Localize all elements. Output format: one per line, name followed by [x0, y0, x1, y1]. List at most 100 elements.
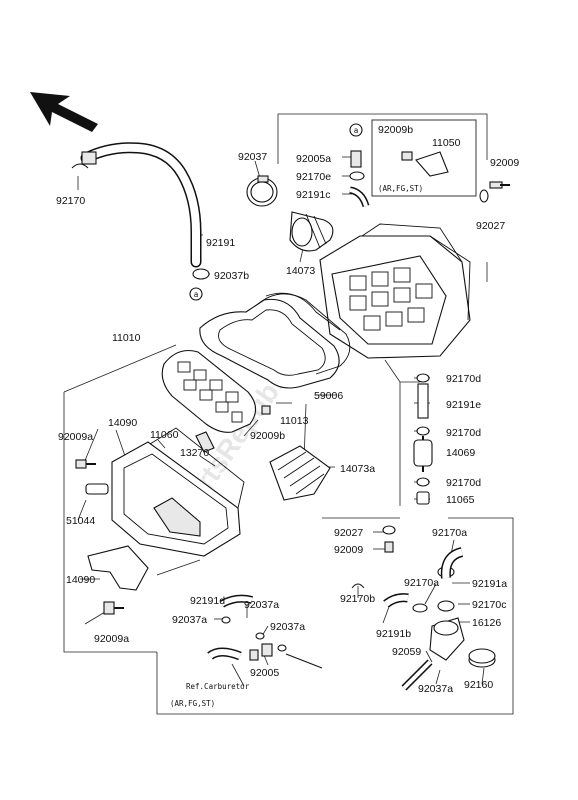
- label-92027-mid: 92027: [334, 527, 363, 539]
- clamp-92170c: [437, 600, 455, 612]
- label-11065: 11065: [446, 494, 475, 506]
- valve-16126: [429, 617, 465, 661]
- air-cleaner-housing: [319, 223, 471, 359]
- label-16126: 16126: [472, 617, 501, 629]
- label-92037a-2: 92037a: [172, 614, 207, 626]
- svg-text:a: a: [194, 290, 199, 299]
- label-92170-upper: 92170: [56, 195, 85, 207]
- fitting-92005a: [350, 150, 362, 168]
- hose-92191c: [349, 186, 370, 208]
- label-92037b: 92037b: [214, 270, 249, 282]
- label-92059: 92059: [392, 646, 421, 658]
- washer-92027-upper: [479, 189, 489, 203]
- label-92037: 92037: [238, 151, 267, 163]
- hose-92191e: [417, 383, 429, 419]
- bracket-14090-lower: [87, 545, 149, 591]
- ref-carburetor-note: Ref.Carburetor: [186, 682, 250, 691]
- label-11013: 11013: [280, 415, 309, 427]
- label-14073a: 14073a: [340, 463, 375, 475]
- label-11050: 11050: [432, 137, 461, 149]
- variant-note-top: (AR,FG,ST): [378, 184, 423, 193]
- label-92191d: 92191d: [190, 595, 225, 607]
- bolt-92009a-lower: [103, 601, 124, 615]
- hose-92191b: [383, 593, 409, 608]
- clamp-92037b: [192, 268, 210, 280]
- collar-51044: [85, 483, 109, 495]
- hose-92059: [401, 659, 433, 691]
- label-92170e: 92170e: [296, 171, 331, 183]
- label-92191e: 92191e: [446, 399, 481, 411]
- label-92170d-2: 92170d: [446, 427, 481, 439]
- label-92170d-3: 92170d: [446, 477, 481, 489]
- label-92005: 92005: [250, 667, 279, 679]
- label-92037a-1: 92037a: [244, 599, 279, 611]
- label-92170d-1: 92170d: [446, 373, 481, 385]
- fitting-92005: [249, 643, 273, 661]
- intake-duct-14073: [289, 211, 334, 252]
- clamp-92170d-upper: [416, 373, 430, 383]
- air-box-base-11060: [111, 427, 245, 557]
- filter-element-59006: [199, 298, 340, 389]
- clamp-92037a-group: [221, 616, 287, 652]
- label-14090-upper: 14090: [108, 417, 137, 429]
- filter-frame-11013: [161, 349, 257, 433]
- cap-11065: [416, 491, 430, 505]
- label-92191-upper: 92191: [206, 237, 235, 249]
- filter-14069: [413, 436, 433, 472]
- variant-box-top: (AR,FG,ST): [371, 119, 477, 197]
- label-92009b-mid: 92009b: [250, 430, 285, 442]
- label-51044: 51044: [66, 515, 95, 527]
- label-92037a-3: 92037a: [270, 621, 305, 633]
- hose-92191a: [440, 547, 464, 579]
- label-92191a: 92191a: [472, 578, 507, 590]
- clamp-92170a-mid: [412, 603, 428, 613]
- clamp-92170b: [351, 583, 365, 589]
- label-92009b-box: 92009b: [378, 124, 413, 136]
- label-92191c: 92191c: [296, 189, 330, 201]
- clamp-92170d-mid: [416, 426, 430, 436]
- screw-92009b-mid: [261, 405, 271, 415]
- label-11010: 11010: [112, 332, 141, 344]
- duct-13270: [195, 431, 215, 453]
- marker-a-box: a: [349, 123, 363, 137]
- label-14073: 14073: [286, 265, 315, 277]
- label-92009a-left: 92009a: [58, 431, 93, 443]
- svg-text:a: a: [354, 126, 359, 135]
- label-92170a-top: 92170a: [432, 527, 467, 539]
- bolt-92009-upper: [489, 181, 510, 189]
- label-92037a-4: 92037a: [418, 683, 453, 695]
- label-92191b: 92191b: [376, 628, 411, 640]
- label-13270: 13270: [180, 447, 209, 459]
- label-92170b: 92170b: [340, 593, 375, 605]
- label-92005a: 92005a: [296, 153, 331, 165]
- label-92009a-lower: 92009a: [94, 633, 129, 645]
- frame-lines: [63, 113, 514, 715]
- band-clamp-92037: [246, 175, 278, 207]
- hose-92191d: [220, 594, 253, 608]
- carburetor-hose: [207, 647, 323, 669]
- variant-note-bottom: (AR,FG,ST): [170, 699, 215, 708]
- label-92009-upper-right: 92009: [490, 157, 519, 169]
- part-labels: 92170 92191 92037b 92037 92005a 92170e 9…: [56, 124, 519, 695]
- washer-92027-mid: [382, 525, 396, 535]
- clamp-92170d-lower: [416, 477, 430, 487]
- label-92027-upper-right: 92027: [476, 220, 505, 232]
- label-92170c: 92170c: [472, 599, 506, 611]
- label-14090-lower: 14090: [66, 574, 95, 586]
- label-92170a-mid: 92170a: [404, 577, 439, 589]
- label-59006: 59006: [314, 390, 343, 402]
- breather-hose-upper: [80, 142, 202, 268]
- bolt-92009-mid: [384, 541, 394, 553]
- clamp-92170e: [349, 171, 365, 181]
- bolt-92009a-left: [75, 459, 96, 469]
- intake-duct-14073a: [269, 445, 331, 501]
- filter-element-outer: [257, 292, 351, 375]
- cap-92160: [468, 648, 496, 668]
- label-14069: 14069: [446, 447, 475, 459]
- label-92009-mid: 92009: [334, 544, 363, 556]
- clamp-92170-upper: [71, 163, 89, 169]
- label-92160: 92160: [464, 679, 493, 691]
- marker-a-upper: a: [189, 287, 203, 301]
- label-11060: 11060: [150, 429, 179, 441]
